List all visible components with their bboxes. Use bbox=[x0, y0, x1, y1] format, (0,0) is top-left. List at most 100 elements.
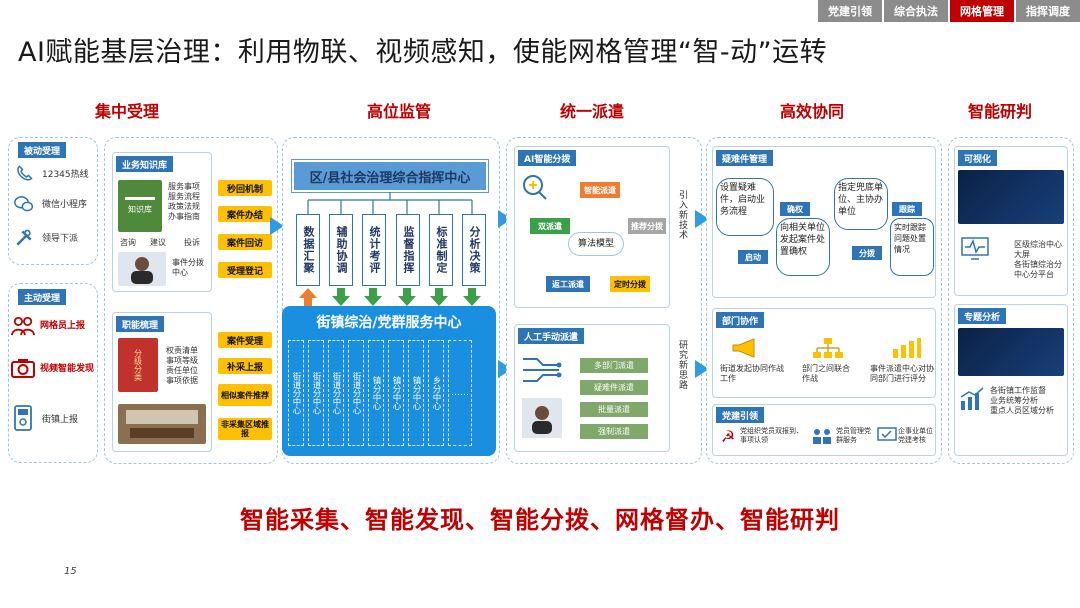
book-icon: 知识库 bbox=[118, 180, 162, 232]
command-center-title: 区/县社会治理综合指挥中心 bbox=[309, 170, 471, 186]
green-arrows bbox=[299, 288, 481, 306]
meeting-photo bbox=[118, 404, 206, 444]
wechat-text: 微信小程序 bbox=[42, 200, 88, 210]
case-button-0[interactable]: 案件受理 bbox=[218, 332, 272, 348]
ai-node-smart: 智能派遣 bbox=[580, 182, 620, 198]
arrow-dispatch-to-coop-2 bbox=[695, 360, 709, 378]
flow-start-chip: 启动 bbox=[738, 250, 768, 264]
dept-coop-label: 部门协作 bbox=[716, 312, 765, 328]
dept-item-0: 街道发起协同作战工作 bbox=[720, 364, 784, 383]
monitor-function-5: 分析决策 bbox=[462, 214, 486, 286]
street-report-text: 街镇上报 bbox=[42, 415, 79, 425]
grid-staff-report-text: 网格员上报 bbox=[40, 321, 86, 331]
topic-analysis-label: 专题分析 bbox=[958, 308, 1007, 324]
topic-analysis-box bbox=[954, 304, 1068, 456]
ai-dispatch-label: AI智能分拨 bbox=[518, 150, 577, 166]
book-label: 知识库 bbox=[128, 205, 152, 214]
red-book-icon: 分级分类 bbox=[118, 338, 158, 392]
flow-step-1: 设置疑难件，启动业务流程 bbox=[716, 178, 774, 236]
topic-text-2: 重点人员区域分析 bbox=[990, 406, 1054, 415]
dispatch-center-text: 事件分拨中心 bbox=[172, 258, 204, 277]
arrow-accept-to-monitor bbox=[270, 217, 284, 235]
command-center-box: 区/县社会治理综合指挥中心 bbox=[292, 160, 488, 192]
tab-grid-management[interactable]: 网格管理 bbox=[950, 0, 1014, 22]
case-button-1[interactable]: 补采上报 bbox=[218, 358, 272, 374]
vis-text-0: 区级综治中心大屏 bbox=[1014, 240, 1062, 259]
slogan: 智能采集、智能发现、智能分拨、网格督办、智能研判 bbox=[240, 506, 840, 534]
sub-center-column-1: 街道分中心 bbox=[308, 340, 324, 446]
column-title-judge: 智能研判 bbox=[968, 102, 1033, 121]
tab-command-dispatch[interactable]: 指挥调度 bbox=[1016, 0, 1080, 22]
party-item-1: 党员管理党群服务 bbox=[836, 427, 871, 444]
flow-track-chip: 跟踪 bbox=[892, 202, 922, 216]
sub-center-column-2: 街道分中心 bbox=[328, 340, 344, 446]
org-chart-icon bbox=[810, 336, 846, 360]
circuit-icon bbox=[518, 352, 564, 388]
mech-button-0[interactable]: 秒回机制 bbox=[218, 180, 272, 196]
func-item-1: 事项等级 bbox=[166, 356, 198, 365]
flow-step-2: 向相关单位发起案件处置确权 bbox=[776, 218, 830, 276]
hotline-text: 12345热线 bbox=[42, 170, 89, 180]
sub-center-column-5: 镇分中心 bbox=[388, 340, 404, 446]
ai-node-rework: 返工派遣 bbox=[546, 276, 590, 292]
manual-dispatch-label: 人工手动派遣 bbox=[518, 328, 585, 344]
party-lead-label: 党建引领 bbox=[716, 407, 765, 423]
func-item-3: 事项依据 bbox=[166, 376, 198, 385]
page-number: 15 bbox=[64, 566, 77, 577]
manual-item-2: 批量派遣 bbox=[580, 402, 648, 417]
sub-center-column-7: 乡分中心 bbox=[428, 340, 444, 446]
sub-center-column-0: 街道分中心 bbox=[288, 340, 304, 446]
kb-consult: 咨询 bbox=[120, 238, 136, 247]
flow-assign-chip: 分拨 bbox=[852, 246, 882, 260]
mech-button-3[interactable]: 受理登记 bbox=[218, 262, 272, 278]
operator-photo bbox=[118, 252, 166, 286]
kb-item-0: 服务事项 bbox=[168, 182, 200, 191]
report-device-icon bbox=[12, 404, 34, 432]
monitor-function-2: 统计考评 bbox=[362, 214, 386, 286]
manual-item-3: 强制派遣 bbox=[580, 424, 648, 439]
tab-law-enforcement[interactable]: 综合执法 bbox=[884, 0, 948, 22]
column-title-accept: 集中受理 bbox=[95, 102, 160, 121]
column-title-dispatch: 统一派遣 bbox=[560, 102, 625, 121]
grid-staff-icon bbox=[10, 314, 36, 338]
manual-item-1: 疑难件派遣 bbox=[580, 380, 648, 395]
ai-node-timed: 定时分拨 bbox=[610, 276, 650, 292]
manual-item-0: 多部门派遣 bbox=[580, 358, 648, 373]
sub-center-column-6: 镇分中心 bbox=[408, 340, 424, 446]
kb-complaint: 投诉 bbox=[184, 238, 200, 247]
sub-center-more: …… bbox=[448, 340, 472, 446]
arrow-dispatch-to-coop-1 bbox=[695, 210, 709, 228]
flow-step-3: 指定兜底单位、主协办单位 bbox=[834, 178, 888, 230]
func-item-0: 权责清单 bbox=[166, 346, 198, 355]
phone-icon bbox=[14, 164, 34, 184]
monitor-function-0: 数据汇聚 bbox=[296, 214, 320, 286]
case-button-3[interactable]: 非采集区域推报 bbox=[218, 418, 272, 440]
column-title-coop: 高效协同 bbox=[780, 102, 845, 121]
dept-item-1: 部门之间联合作战 bbox=[802, 364, 850, 383]
ai-node-recommend: 推荐分拨 bbox=[628, 218, 666, 234]
camera-icon bbox=[10, 356, 36, 380]
visualization-label: 可视化 bbox=[958, 150, 998, 166]
flow-confirm-chip: 确权 bbox=[780, 202, 810, 216]
sub-center-column-3: 街道分中心 bbox=[348, 340, 364, 446]
street-center-box bbox=[282, 306, 496, 456]
tab-party-building[interactable]: 党建引领 bbox=[818, 0, 882, 22]
column-title-monitor: 高位监管 bbox=[367, 102, 432, 121]
street-center-title: 街镇综治/党群服务中心 bbox=[316, 315, 462, 331]
analysis-chart-icon bbox=[958, 386, 986, 412]
topic-text-1: 业务统筹分析 bbox=[990, 396, 1038, 405]
mech-button-2[interactable]: 案件回访 bbox=[218, 234, 272, 250]
monitor-function-3: 监督指挥 bbox=[396, 214, 420, 286]
red-book-label: 分级分类 bbox=[133, 349, 143, 381]
topic-text-0: 各街镇工作监督 bbox=[990, 386, 1046, 395]
dept-item-2: 事件派遣中心对协同部门进行评分 bbox=[870, 364, 934, 383]
kb-item-1: 服务流程 bbox=[168, 192, 200, 201]
kb-item-3: 办事指南 bbox=[168, 212, 200, 221]
flow-step-4: 实时跟踪问题处置情况 bbox=[890, 218, 934, 276]
case-button-2[interactable]: 相似案件推荐 bbox=[218, 384, 272, 406]
top-nav: 党建引领 综合执法 网格管理 指挥调度 bbox=[818, 0, 1080, 22]
mech-button-1[interactable]: 案件办结 bbox=[218, 206, 272, 222]
monitor-function-1: 辅助协调 bbox=[329, 214, 353, 286]
monitor-function-4: 标准制定 bbox=[429, 214, 453, 286]
